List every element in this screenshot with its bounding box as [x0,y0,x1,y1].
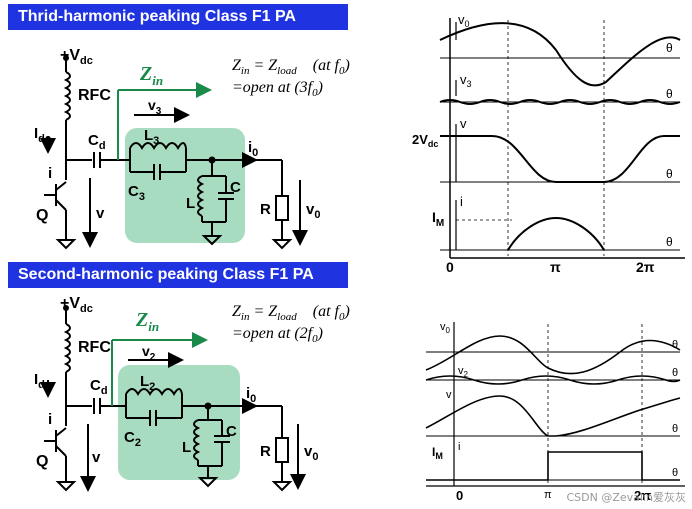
q-label: Q [36,453,48,470]
waveforms-second-harmonic [425,322,685,487]
wave-v-label: v [446,389,452,401]
r-label: R [260,201,271,218]
theta-label: θ [672,467,678,479]
wave-2vdc-label: 2Vdc [412,132,438,149]
i-label: i [48,411,52,428]
circuit-third-harmonic [40,55,308,250]
cd-label: Cd [90,377,108,397]
circuit-second-harmonic-labels: +Vdc RFC Idc Cd i Q v Zin v2 L2 C2 L C R… [34,295,350,470]
l2-label: L2 [140,373,155,393]
waveforms-third-harmonic [439,18,685,259]
wave-i-label: i [460,194,463,209]
vdc-label: +Vdc [60,47,93,67]
equation-line-2: =open at (3f0) [232,79,323,99]
waveforms-second-harmonic-labels: v0 v2 v IM i θ θ θ θ 0 π 2π [432,321,678,503]
zin-label: Zin [139,63,163,88]
wave-v [440,135,680,183]
wave-v [425,395,681,437]
wave-v2 [425,375,681,385]
circuit-second-harmonic [40,305,306,492]
equation-line-2: =open at (2f0) [232,325,323,345]
shunt-l-label: L [186,195,195,212]
wave-v0 [425,335,681,375]
c2-label: C2 [124,429,141,449]
wave-v-label: v [460,116,467,131]
equation-line-1: Zin = Zload(at f0) [232,57,350,77]
theta-label: θ [672,339,678,351]
x-tick-2pi: 2π [636,259,655,275]
io-label: i0 [246,385,256,405]
title-banner-third-harmonic: Thrid-harmonic peaking Class F1 PA [8,4,348,30]
theta-label: θ [666,87,673,101]
shunt-inductor [193,419,201,461]
c3-label: C3 [128,183,145,203]
wave-i [426,451,680,481]
x-tick-pi: π [544,489,552,501]
shunt-c-label: C [226,423,237,440]
vo-label: v0 [304,443,318,463]
io-label: i0 [248,139,258,159]
x-tick-0: 0 [446,259,454,275]
theta-label: θ [672,367,678,379]
waveforms-third-harmonic-labels: v0 v3 2Vdc v IM i θ θ θ θ 0 π 2π [412,12,673,275]
vo-label: v0 [306,201,320,221]
x-tick-2pi: 2π [634,488,651,503]
q-label: Q [36,207,48,224]
wave-i [507,216,605,251]
v2-label: v2 [142,343,156,363]
zin-label: Zin [135,309,159,334]
rfc-label: RFC [78,87,111,104]
v3-label: v3 [148,97,162,117]
idc-label: Idc [34,371,51,391]
theta-label: θ [666,41,673,55]
l3-label: L3 [144,127,159,147]
v-label: v [96,205,105,222]
i-label: i [48,165,52,182]
vdc-label: +Vdc [60,295,93,315]
wave-v3 [439,99,681,105]
shunt-l-label: L [182,439,191,456]
wave-v0-label: v0 [440,321,451,335]
wave-v0-label: v0 [458,12,470,29]
rfc-inductor [63,71,71,121]
x-tick-pi: π [550,259,561,275]
equation-line-1: Zin = Zload(at f0) [232,303,350,323]
l3-inductor [129,142,187,150]
l2-inductor [125,388,183,396]
cd-label: Cd [88,132,106,152]
title-banner-second-harmonic: Second-harmonic peaking Class F1 PA [8,262,348,288]
shunt-inductor [197,175,205,217]
resonator-box [118,365,240,480]
wave-im-label: IM [432,445,443,461]
rfc-label: RFC [78,339,111,356]
watermark: CSDN @Zevalin爱灰灰 [566,491,687,504]
circuit-third-harmonic-labels: +Vdc RFC Idc Cd i Q v Zin v3 L3 C3 L C R… [34,47,350,224]
wave-v3-label: v3 [460,72,472,89]
v-label: v [92,449,101,466]
theta-label: θ [672,423,678,435]
x-tick-0: 0 [456,488,463,503]
wave-im-label: IM [432,209,444,229]
r-label: R [260,443,271,460]
theta-label: θ [666,235,673,249]
resonator-box [125,128,245,243]
wave-v2-label: v2 [458,365,469,379]
idc-label: Idc [34,125,51,145]
rfc-inductor [63,323,71,373]
theta-label: θ [666,167,673,181]
shunt-c-label: C [230,179,241,196]
wave-v0 [439,22,681,87]
wave-i-label: i [458,441,460,453]
